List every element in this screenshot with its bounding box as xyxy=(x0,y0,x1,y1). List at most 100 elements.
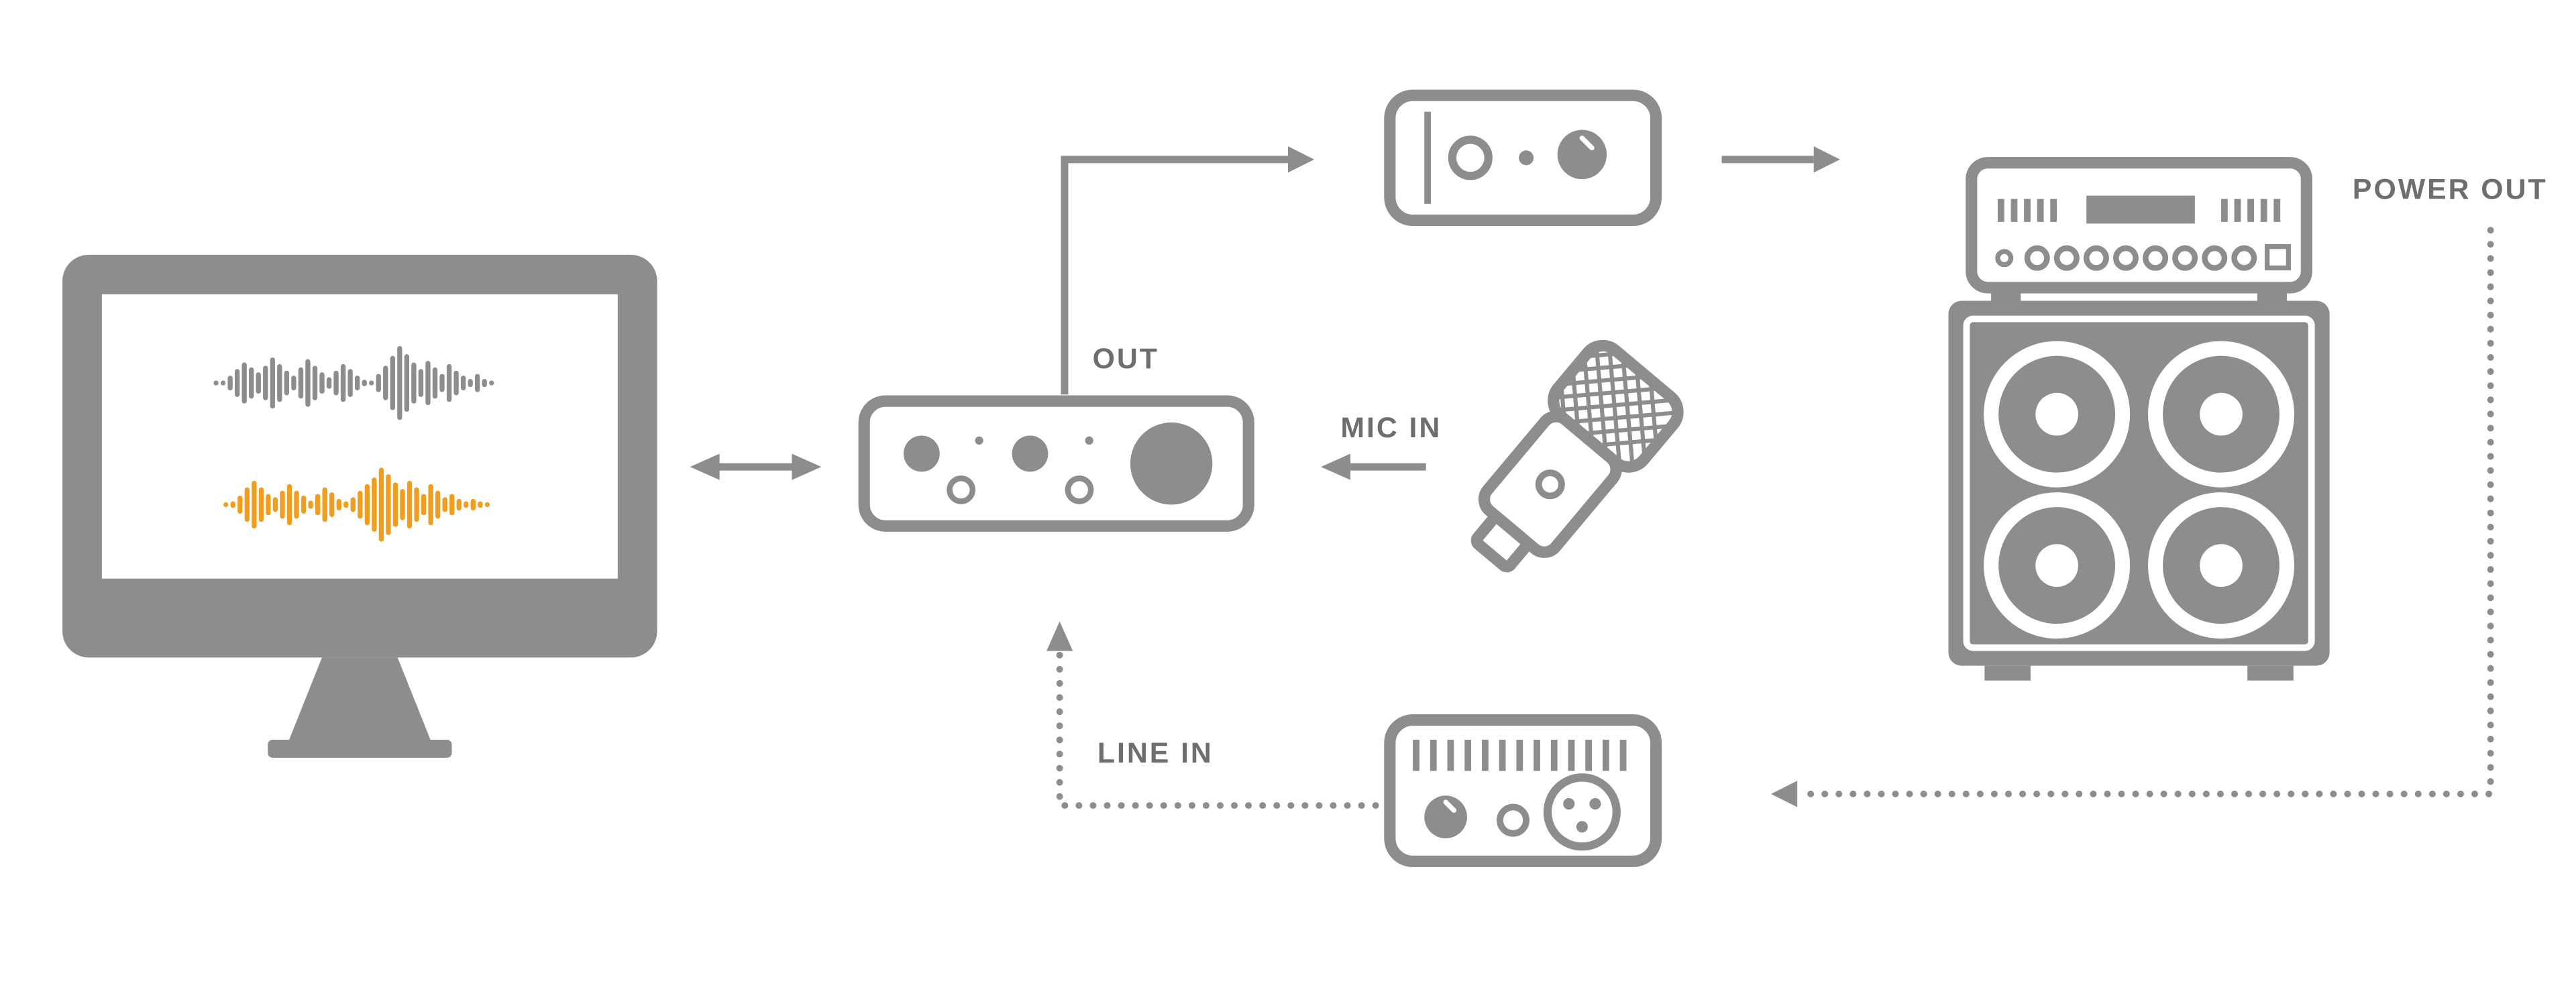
waveform-bar xyxy=(220,380,226,386)
line-source-jack xyxy=(1497,803,1529,837)
out-label: OUT xyxy=(1093,343,1159,375)
amp-head-ticks-right xyxy=(2221,199,2281,222)
line-in-label: LINE IN xyxy=(1097,737,1214,769)
cab-speakers xyxy=(1984,341,2294,639)
amp-head-body xyxy=(1966,157,2312,294)
waveform-bar xyxy=(294,490,299,519)
waveform-bar xyxy=(383,366,388,400)
waveform-bar xyxy=(298,367,304,399)
waveform-bar xyxy=(397,345,402,421)
power-amp-jack xyxy=(1448,135,1493,180)
dotted-path-line-in xyxy=(1046,621,1393,809)
arrow-mic-interface xyxy=(1320,453,1426,480)
waveform-bar xyxy=(390,355,395,410)
power-amp-icon xyxy=(1384,89,1662,227)
monitor-base xyxy=(268,739,452,758)
speaker-cabinet-icon xyxy=(1948,287,2330,681)
waveform-bottom xyxy=(223,467,490,542)
waveform-bar xyxy=(411,362,417,404)
waveform-bar xyxy=(449,494,455,516)
waveform-bar xyxy=(369,380,374,386)
waveform-bar xyxy=(322,487,327,522)
waveform-bar xyxy=(428,484,433,526)
interface-knob-1 xyxy=(903,435,940,472)
waveform-bar xyxy=(478,501,483,508)
amp-head-knobs xyxy=(2024,245,2257,271)
waveform-bar xyxy=(358,490,363,519)
waveform-bar xyxy=(280,490,285,519)
cab-bottom-foot-left xyxy=(1984,665,2031,681)
interface-knob-2 xyxy=(1012,435,1049,472)
waveform-bar xyxy=(326,377,332,389)
interface-jack-1 xyxy=(947,475,976,504)
waveform-bar xyxy=(258,487,264,522)
power-amp-led xyxy=(1519,150,1534,166)
line-source-xlr xyxy=(1543,773,1621,851)
waveform-bar xyxy=(284,370,290,396)
waveform-bar xyxy=(213,380,219,386)
waveform-bar xyxy=(336,498,341,511)
waveform-bar xyxy=(244,487,250,522)
waveform-bar xyxy=(227,376,233,391)
waveform-bar xyxy=(241,362,247,404)
waveform-bar xyxy=(439,374,445,392)
waveform-bar xyxy=(315,494,321,516)
line-source-knob xyxy=(1424,795,1467,838)
waveform-bar xyxy=(333,370,339,396)
line-source-vents xyxy=(1413,739,1627,771)
mic-connector xyxy=(1470,512,1533,573)
waveform-bar xyxy=(312,366,318,400)
waveform-bar xyxy=(414,487,419,522)
waveform-bar xyxy=(484,502,490,508)
waveform-bar xyxy=(407,480,413,528)
power-amp-knob xyxy=(1557,129,1607,180)
dotted-path-power-out xyxy=(1771,227,2494,807)
power-amp-knob-pointer xyxy=(1579,135,1595,151)
waveform-bar xyxy=(468,378,473,388)
waveform-bar xyxy=(249,367,254,399)
waveform-bar xyxy=(230,501,235,508)
monitor-stand xyxy=(289,657,431,740)
waveform-bar xyxy=(256,372,261,394)
waveform-bar xyxy=(456,498,462,511)
waveform-bar xyxy=(234,369,240,397)
interface-led-1 xyxy=(975,436,983,445)
waveform-bar xyxy=(435,490,441,519)
waveform-bar xyxy=(453,370,459,396)
waveform-bar xyxy=(418,369,424,397)
waveform-bar xyxy=(482,378,487,388)
waveform-bar xyxy=(347,369,353,397)
waveform-bar xyxy=(263,366,268,400)
waveform-bar xyxy=(432,367,438,399)
waveform-bar xyxy=(425,360,431,406)
amp-head-power-led xyxy=(1995,249,2014,268)
waveform-bar xyxy=(364,484,370,526)
interface-led-2 xyxy=(1085,436,1093,445)
waveform-bar xyxy=(421,494,427,516)
waveform-bar xyxy=(470,498,476,511)
waveform-bar xyxy=(308,500,313,509)
xlr-pin-2 xyxy=(1589,797,1601,810)
waveform-bar xyxy=(460,376,466,391)
waveform-bar xyxy=(372,478,377,532)
waveform-bar xyxy=(223,502,229,508)
mic-switch xyxy=(1535,469,1565,500)
waveform-bar xyxy=(362,380,367,386)
waveform-bar xyxy=(400,489,405,520)
waveform-bar xyxy=(291,376,297,391)
amp-head-switch xyxy=(2264,243,2292,271)
amp-head-ticks-left xyxy=(1997,199,2057,222)
waveform-bar xyxy=(272,497,278,512)
waveform-bar xyxy=(446,364,452,402)
interface-jack-2 xyxy=(1065,475,1094,504)
interface-main-knob xyxy=(1130,422,1213,505)
mic-in-label: MIC IN xyxy=(1340,412,1442,444)
xlr-pin-1 xyxy=(1563,797,1575,810)
waveform-bar xyxy=(252,480,257,528)
cab-bottom-foot-right xyxy=(2247,665,2294,681)
waveform-bar xyxy=(301,495,307,514)
waveform-bar xyxy=(286,484,292,526)
power-out-label: POWER OUT xyxy=(2353,174,2548,206)
cab-top-foot-left xyxy=(1991,287,2021,302)
